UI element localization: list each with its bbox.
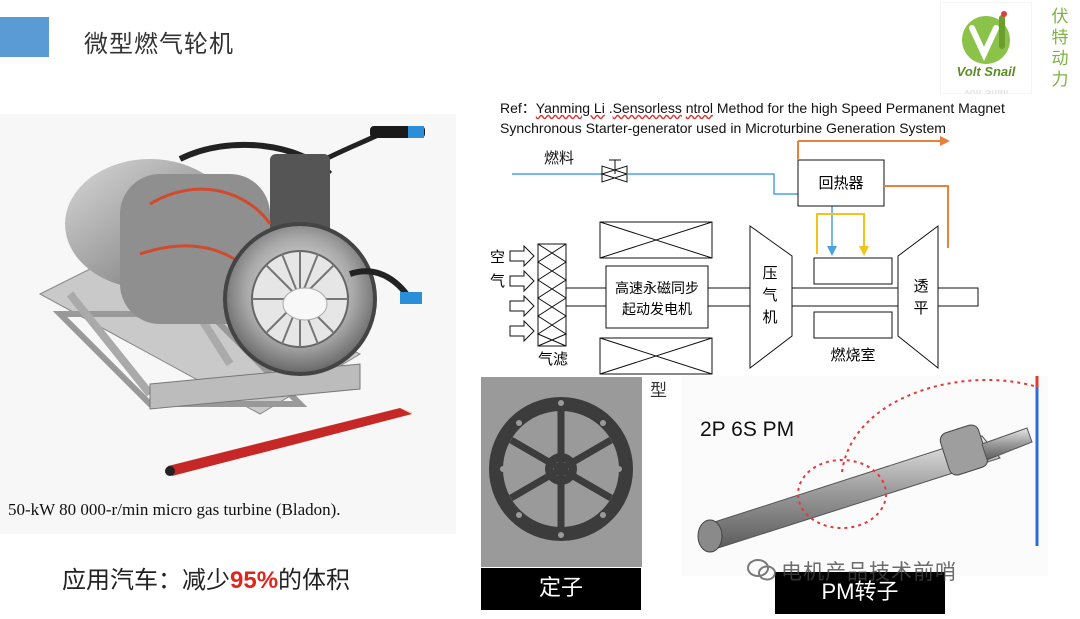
logo-side-text: 伏特动力 (1051, 7, 1069, 89)
wechat-watermark: 电机产品技术前哨 (747, 556, 957, 586)
label-compressor-1: 压 (762, 264, 777, 282)
label-compressor-2: 气 (762, 286, 777, 304)
label-fuel: 燃料 (544, 149, 574, 167)
title-accent-bar (0, 17, 49, 57)
reference-text: Ref：Yanming Li .Sensorless ntrol Method … (500, 100, 1005, 136)
rotor-label-box: PM转子 (775, 572, 945, 614)
micro-gas-turbine-photo (0, 114, 456, 534)
microturbine-schematic: 燃料 回热器 空 气 气滤 (472, 136, 1010, 376)
rotor-spec-label: 2P 6S PM (700, 418, 795, 441)
logo-brand-text: Volt Snail (957, 64, 1016, 79)
label-combustor: 燃烧室 (830, 346, 875, 364)
label-generator-1: 高速永磁同步 (615, 280, 699, 297)
stator-photo (481, 377, 642, 567)
label-turbine-2: 平 (913, 299, 928, 317)
label-filter: 气滤 (538, 350, 568, 368)
label-recuperator: 回热器 (818, 174, 863, 192)
svg-text:Volt Snail: Volt Snail (964, 87, 1009, 94)
label-turbine-1: 透 (913, 277, 928, 295)
engine-caption: 50-kW 80 000-r/min micro gas turbine (Bl… (8, 500, 341, 519)
application-note: 应用汽车：减少95%的体积 (62, 567, 351, 594)
stray-character: 型 (650, 381, 667, 400)
wechat-icon (747, 559, 776, 581)
volume-reduction-percent: 95% (230, 567, 279, 594)
stator-label-box: 定子 (481, 568, 641, 610)
label-air-1: 空 (490, 248, 505, 266)
label-generator-2: 起动发电机 (622, 302, 692, 318)
volt-snail-logo: Volt Snail Volt Snail (940, 2, 1032, 94)
slide-title: 微型燃气轮机 (84, 31, 234, 58)
label-air-2: 气 (490, 272, 505, 290)
label-compressor-3: 机 (762, 308, 777, 326)
pm-rotor-illustration (682, 376, 1048, 576)
